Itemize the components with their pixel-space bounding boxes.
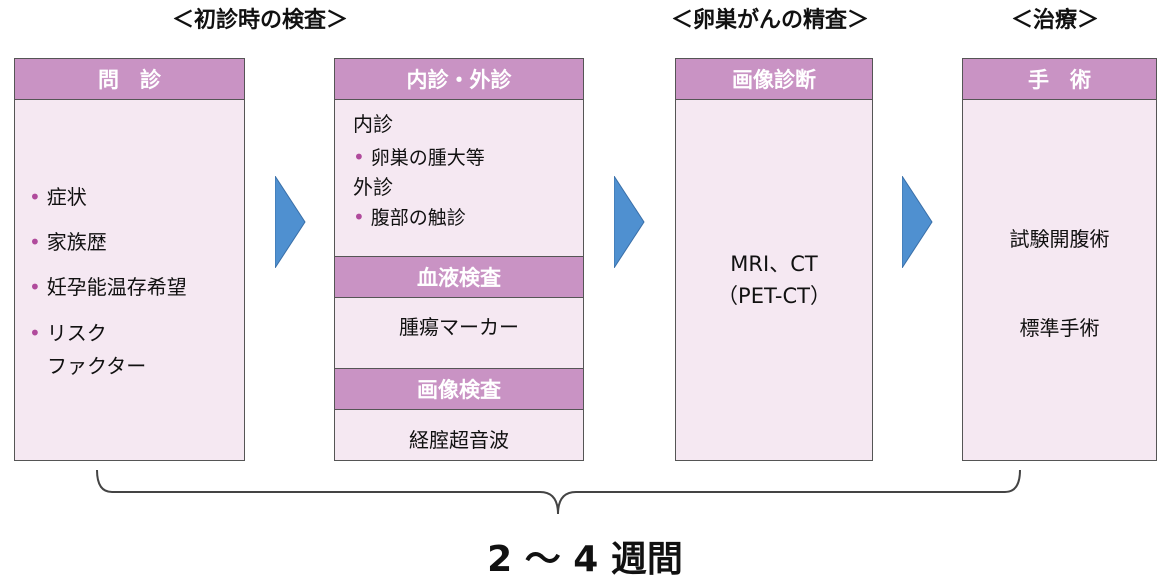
surgery-box: 手 術 試験開腹術 標準手術 [962,58,1157,461]
external-exam-label: 外診 [353,175,393,199]
imaging-modalities-text: MRI、CT [730,252,818,276]
bullet-icon: • [29,230,41,254]
imaging-diagnosis-box: 画像診断 MRI、CT （PET-CT） [675,58,873,461]
surgery-header: 手 術 [963,59,1156,100]
list-item: •妊孕能温存希望 [29,275,187,299]
list-item: •家族歴 [29,230,107,254]
arrow-right-icon [275,176,306,268]
imaging-diagnosis-header: 画像診断 [676,59,872,100]
imaging-test-header: 画像検査 [335,368,583,410]
pet-ct-text: （PET-CT） [717,284,831,308]
bullet-icon: • [353,145,365,169]
internal-exam-label: 内診 [353,112,393,136]
blood-test-header: 血液検査 [335,256,583,298]
list-item: •症状 [29,185,87,209]
standard-surgery-text: 標準手術 [1019,316,1100,340]
interview-header: 問 診 [15,59,244,100]
timeline-brace [96,469,1021,515]
stage-title-treatment: ＜治療＞ [1010,8,1099,33]
bullet-icon: • [29,275,41,299]
bullet-icon: • [29,185,41,209]
list-item-continuation: ファクター [47,354,147,378]
bullet-icon: • [29,321,41,345]
pelvic-exam-header: 内診・外診 [335,59,583,100]
duration-label: 2 ～ 4 週間 [487,539,683,580]
list-item: •リスク [29,321,107,345]
bullet-icon: • [353,205,365,229]
stage-title-detailed-exam: ＜卵巣がんの精査＞ [670,8,869,33]
arrow-right-icon [902,176,933,268]
exploratory-laparotomy-text: 試験開腹術 [1009,227,1110,251]
ultrasound-text: 経腟超音波 [409,428,509,452]
arrow-right-icon [614,176,645,268]
stage-title-initial-exam: ＜初診時の検査＞ [171,8,348,33]
list-item: •卵巣の腫大等 [353,145,485,169]
exam-box: 内診・外診 内診 •卵巣の腫大等 外診 •腹部の触診 血液検査 腫瘍マーカー 画… [334,58,584,461]
interview-box: 問 診 •症状 •家族歴 •妊孕能温存希望 •リスク ファクター [14,58,245,461]
list-item: •腹部の触診 [353,205,466,229]
tumor-marker-text: 腫瘍マーカー [399,315,519,339]
